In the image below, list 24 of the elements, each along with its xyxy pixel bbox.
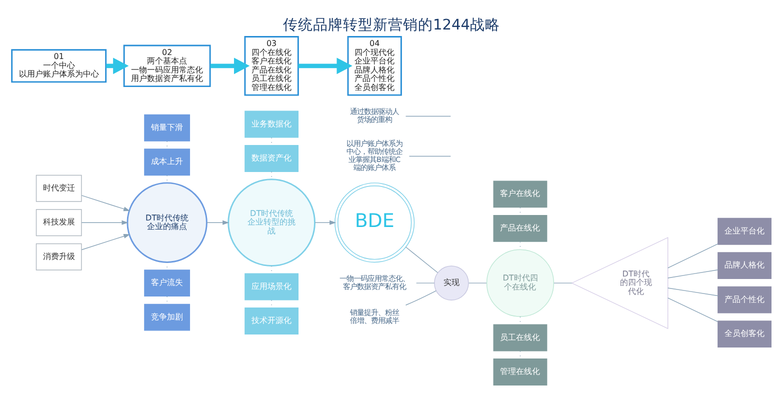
connector	[405, 246, 438, 273]
connector	[468, 282, 487, 284]
connector	[554, 282, 572, 284]
connector	[668, 298, 718, 322]
arrow	[81, 195, 130, 212]
node-circle: BDE	[334, 182, 415, 263]
node-text: 以用户账户体系为中心，帮助传统企业掌握其B端和C端的账户体系	[346, 139, 403, 172]
arrow	[81, 220, 128, 225]
arrow	[81, 234, 130, 250]
arrow	[298, 58, 352, 74]
connector	[405, 116, 451, 117]
connector	[668, 269, 718, 278]
arrow	[206, 220, 230, 225]
node-text: 销量提升、粉丝倍增、费用减半	[350, 308, 400, 326]
arrow	[314, 220, 336, 225]
connector	[405, 290, 436, 306]
node-text: 通过数据驱动人货场的重构	[350, 107, 400, 124]
connector	[668, 288, 718, 296]
connector	[408, 156, 451, 157]
connector	[668, 244, 718, 268]
diagram-title: 传统品牌转型新营销的1244战略	[282, 16, 500, 34]
connector	[416, 282, 435, 284]
arrow	[210, 58, 250, 74]
node-text: 一物一码应用常态化、客户数据资产私有化	[340, 274, 410, 291]
